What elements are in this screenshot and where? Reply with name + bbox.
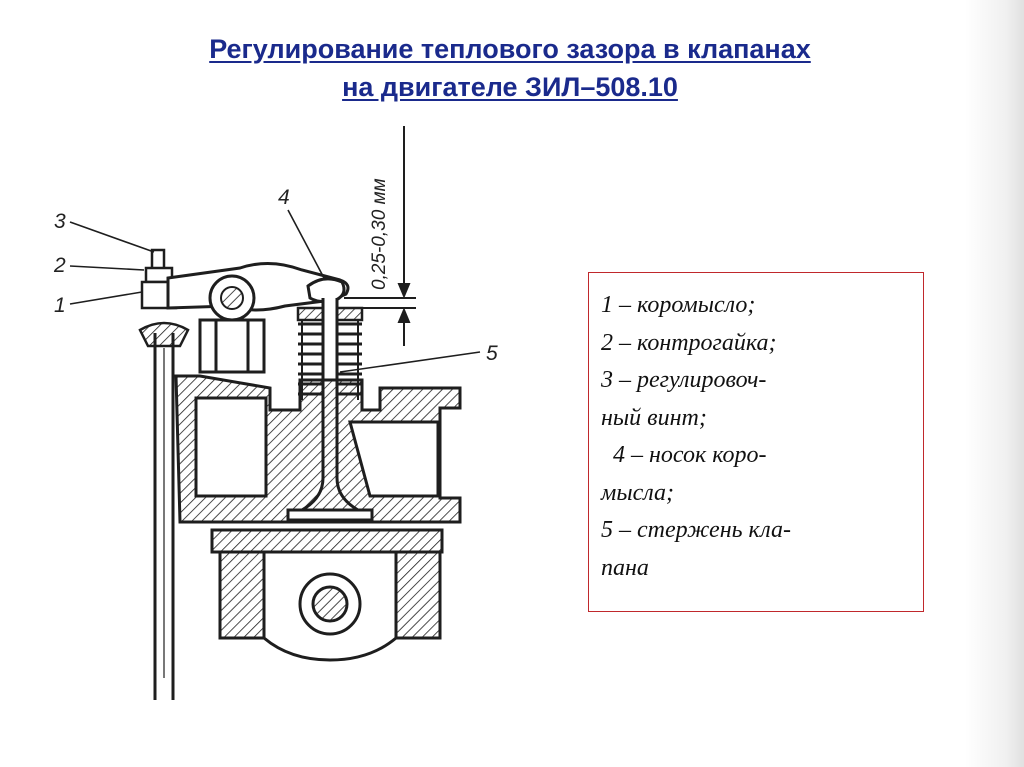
legend-line: 4 – носок коро- [601,442,767,468]
piston [210,528,444,662]
callout-5: 5 [486,342,498,365]
title-line-1: Регулирование теплового зазора в клапана… [209,34,811,64]
legend-line: пана [601,554,649,581]
valve-clearance-diagram: 0,25-0,30 мм 3 2 1 4 5 [53,126,498,700]
slide-title: Регулирование теплового зазора в клапана… [100,30,920,106]
legend-box: 1 – коромысло; 2 – контрогайка; 3 – регу… [588,272,924,612]
legend-line: 5 – стержень кла- [601,517,791,543]
callout-4: 4 [278,186,290,209]
rocker-stand [198,318,266,374]
title-line-2: на двигателе ЗИЛ–508.10 [342,72,678,102]
clearance-value: 0,25-0,30 мм [369,178,390,290]
clearance-dimension [344,126,416,346]
rocker-shaft-bore [220,286,244,310]
pushrod-cup [138,321,190,348]
cylinder-head [174,374,462,524]
legend-line: 3 – регулировоч- [601,367,767,393]
rocker-toe [306,277,346,304]
legend-line: ный винт; [601,404,707,431]
pushrod [153,333,175,700]
legend-line: 1 – коромысло; [601,292,756,318]
callout-2: 2 [53,254,66,277]
callout-1: 1 [54,294,66,317]
legend-line: 2 – контрогайка; [601,329,777,356]
callout-leaders [69,209,481,373]
legend-line: мысла; [601,479,674,506]
callout-3: 3 [54,210,66,233]
page-edge-shadow [964,0,1024,767]
